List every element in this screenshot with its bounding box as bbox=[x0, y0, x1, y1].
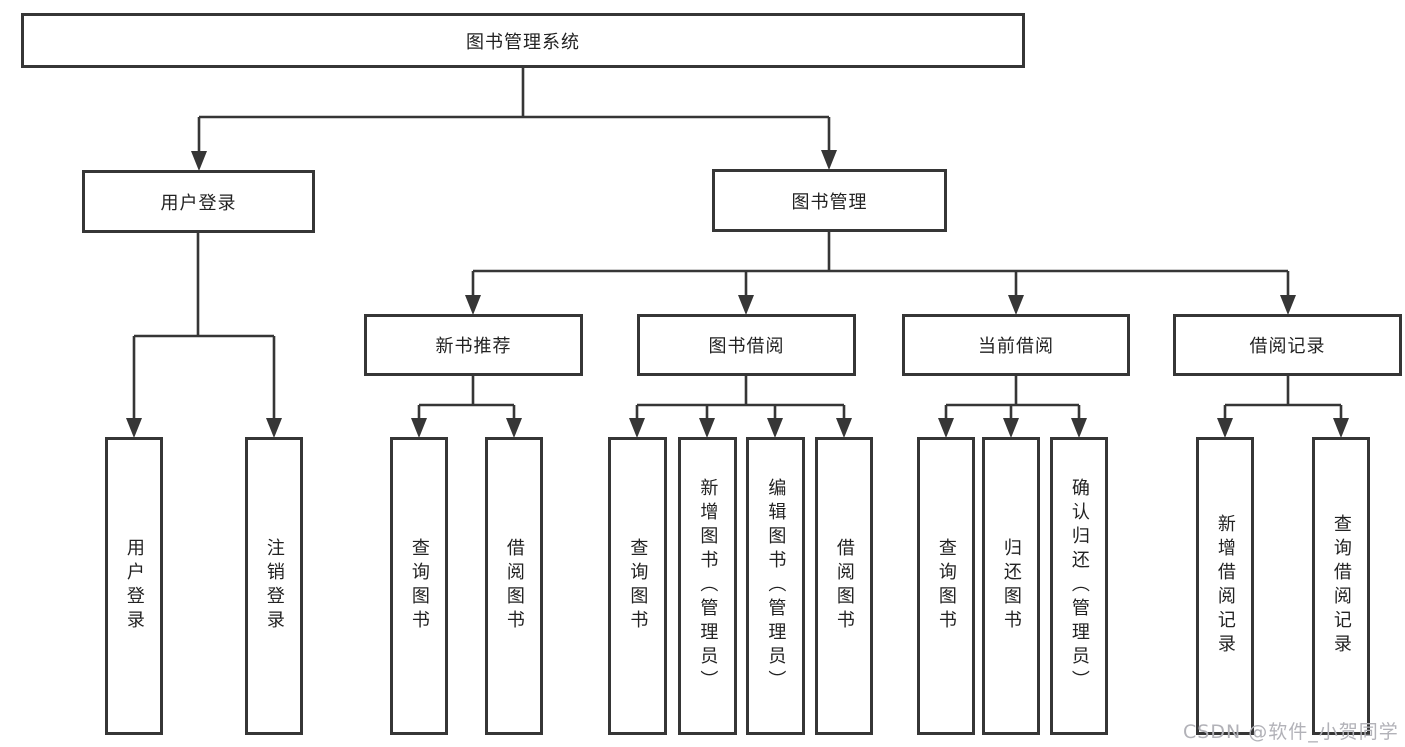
leaf-query-book-recommend-label: 查询图书 bbox=[408, 538, 430, 634]
leaf-return-book: 归还图书 bbox=[982, 437, 1040, 735]
leaf-query-borrow-record: 查询借阅记录 bbox=[1312, 437, 1370, 735]
leaf-borrow-book: 借阅图书 bbox=[815, 437, 873, 735]
leaf-confirm-return-admin-label: 确认归还（管理员） bbox=[1068, 478, 1090, 694]
leaf-user-login: 用户登录 bbox=[105, 437, 163, 735]
node-new-book-recommend: 新书推荐 bbox=[364, 314, 583, 376]
leaf-query-book-borrow: 查询图书 bbox=[608, 437, 667, 735]
arrowheads bbox=[126, 150, 1349, 438]
node-borrow-records: 借阅记录 bbox=[1173, 314, 1402, 376]
leaf-borrow-book-recommend-label: 借阅图书 bbox=[503, 538, 525, 634]
leaf-query-borrow-record-label: 查询借阅记录 bbox=[1330, 514, 1352, 658]
leaf-user-login-label: 用户登录 bbox=[123, 538, 145, 634]
node-user-login: 用户登录 bbox=[82, 170, 315, 233]
node-book-borrow-label: 图书借阅 bbox=[708, 336, 785, 357]
leaf-logout: 注销登录 bbox=[245, 437, 303, 735]
leaf-confirm-return-admin: 确认归还（管理员） bbox=[1050, 437, 1108, 735]
node-current-borrow-label: 当前借阅 bbox=[978, 336, 1054, 357]
leaf-borrow-book-label: 借阅图书 bbox=[833, 538, 855, 634]
node-book-management: 图书管理 bbox=[712, 169, 947, 232]
leaf-query-book-recommend: 查询图书 bbox=[390, 437, 448, 735]
node-current-borrow: 当前借阅 bbox=[902, 314, 1130, 376]
leaf-add-borrow-record: 新增借阅记录 bbox=[1196, 437, 1254, 735]
leaf-add-borrow-record-label: 新增借阅记录 bbox=[1214, 514, 1236, 658]
node-library-system-label: 图书管理系统 bbox=[466, 31, 580, 53]
leaf-edit-book-admin: 编辑图书（管理员） bbox=[746, 437, 805, 735]
leaf-logout-label: 注销登录 bbox=[263, 538, 285, 634]
node-book-borrow: 图书借阅 bbox=[637, 314, 856, 376]
node-book-management-label: 图书管理 bbox=[791, 191, 868, 213]
leaf-return-book-label: 归还图书 bbox=[1000, 538, 1022, 634]
leaf-add-book-admin-label: 新增图书（管理员） bbox=[697, 478, 719, 694]
csdn-watermark: CSDN @软件_小贺同学 bbox=[1183, 721, 1399, 743]
leaf-query-book-current-label: 查询图书 bbox=[935, 538, 957, 634]
leaf-query-book-borrow-label: 查询图书 bbox=[627, 538, 649, 634]
node-borrow-records-label: 借阅记录 bbox=[1249, 336, 1326, 357]
node-new-book-recommend-label: 新书推荐 bbox=[435, 336, 512, 357]
leaf-query-book-current: 查询图书 bbox=[917, 437, 975, 735]
leaf-add-book-admin: 新增图书（管理员） bbox=[678, 437, 737, 735]
leaf-borrow-book-recommend: 借阅图书 bbox=[485, 437, 543, 735]
node-user-login-label: 用户登录 bbox=[160, 192, 237, 214]
leaf-edit-book-admin-label: 编辑图书（管理员） bbox=[765, 478, 787, 694]
node-library-system: 图书管理系统 bbox=[21, 13, 1025, 68]
